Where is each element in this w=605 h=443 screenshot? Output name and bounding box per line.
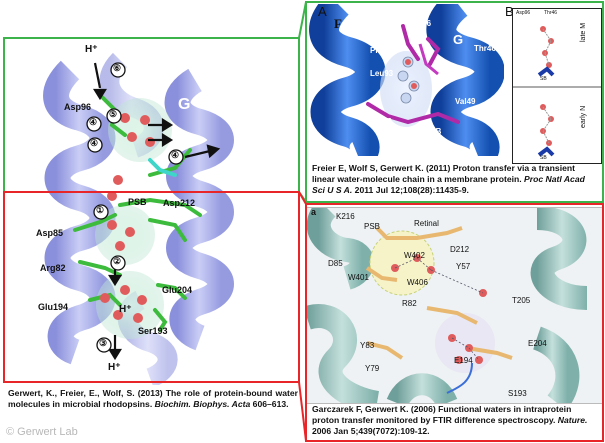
green-connector-bottom [298, 191, 307, 203]
panel-a-helix-f: F [334, 16, 342, 31]
panel-b [512, 8, 602, 164]
step-3: ③ [99, 338, 108, 348]
helix-c-label: C [68, 128, 80, 145]
step-1: ① [96, 205, 105, 215]
asp96-label: Asp96 [64, 102, 92, 112]
panel-a-phe219: Phe219 [370, 46, 399, 55]
helix-g-label: G [178, 96, 191, 113]
step-5: ⑤ [109, 109, 118, 119]
proton-out-label: H⁺ [108, 362, 121, 373]
br-t205: T205 [512, 296, 531, 305]
ser193-label: Ser193 [138, 326, 168, 336]
left-caption-journal: Biochim. Biophys. Acta [154, 399, 251, 409]
panel-b-sb-1: SB [540, 76, 547, 82]
top-right-caption-tail: 2011 Jul 12;108(28):11435-9. [352, 185, 469, 195]
step-4b: ④ [90, 138, 99, 148]
br-w402: W402 [404, 251, 425, 260]
green-connector-top [298, 1, 307, 39]
br-d85: D85 [328, 259, 343, 268]
panel-b-top-label-1: Asp96 [516, 10, 531, 16]
br-w406: W406 [407, 278, 428, 287]
br-d212: D212 [450, 245, 470, 254]
panel-b-letter: B [505, 4, 514, 19]
br-e194: E194 [454, 356, 473, 365]
bottom-right-graphic [307, 208, 602, 403]
asp85-label: Asp85 [36, 228, 64, 238]
panel-b-graphic [513, 26, 601, 157]
asp212-label: Asp212 [163, 198, 196, 208]
panel-b-top-label-2: Thr46 [544, 10, 558, 16]
panel-a-letter: A [318, 4, 327, 19]
panel-a-leu93: Leu93 [370, 69, 394, 78]
br-y83: Y83 [360, 341, 375, 350]
step-4a: ④ [89, 117, 98, 127]
panel-a-helix-g: G [453, 32, 464, 47]
glu194-label: Glu194 [38, 302, 69, 312]
br-retinal: Retinal [414, 219, 439, 228]
step-2: ② [113, 256, 122, 266]
panel-a-leu223: Leu223 [468, 15, 496, 24]
top-right-caption: Freier E, Wolf S, Gerwert K. (2011) Prot… [312, 163, 600, 196]
red-connector-bottom [298, 381, 307, 442]
panel-a-asp96: Asp96 [407, 19, 432, 28]
bottom-right-caption-journal: Nature. [557, 415, 588, 425]
panel-a-thr46: Thr46 [474, 44, 496, 53]
left-caption-pages: 606–613. [250, 399, 289, 409]
copyright-notice: © Gerwert Lab [6, 426, 78, 438]
br-e204: E204 [528, 339, 547, 348]
panel-b-sb-2: SB [540, 155, 547, 161]
bottom-right-caption: Garczarek F, Gerwert K. (2006) Functiona… [312, 404, 600, 437]
br-w401: W401 [348, 273, 369, 282]
bottom-right-caption-tail: 2006 Jan 5;439(7072):109-12. [312, 426, 430, 436]
h-plus-center: H⁺ [119, 304, 132, 315]
br-y79: Y79 [365, 364, 380, 373]
panel-b-early-n: early N [580, 105, 587, 128]
panel-a-thr89: Thr89 [370, 117, 392, 126]
glu204-label: Glu204 [162, 285, 193, 295]
panel-b-late-m: late M [580, 22, 587, 42]
panel-a-val49: Val49 [455, 97, 476, 106]
proton-in-label: H⁺ [85, 44, 98, 55]
left-caption: Gerwert, K., Freier, E., Wolf, S. (2013)… [8, 388, 298, 410]
br-r82: R82 [402, 299, 417, 308]
br-psb: PSB [364, 222, 381, 231]
br-k216: K216 [336, 212, 355, 221]
step-6: ⑥ [113, 63, 122, 73]
br-panel-letter: a [311, 207, 317, 217]
step-4c: ④ [171, 150, 180, 160]
br-s193: S193 [508, 389, 527, 398]
red-connector-top [298, 191, 307, 205]
panel-a-psb: PSB [425, 127, 442, 136]
arg82-label: Arg82 [40, 263, 66, 273]
psb-label: PSB [128, 197, 147, 207]
left-caption-text: Gerwert, K., Freier, E., Wolf, S. (2013)… [8, 388, 298, 409]
bottom-right-image [306, 207, 603, 404]
bottom-right-caption-text: Garczarek F, Gerwert K. (2006) Functiona… [312, 404, 572, 425]
br-y57: Y57 [456, 262, 471, 271]
